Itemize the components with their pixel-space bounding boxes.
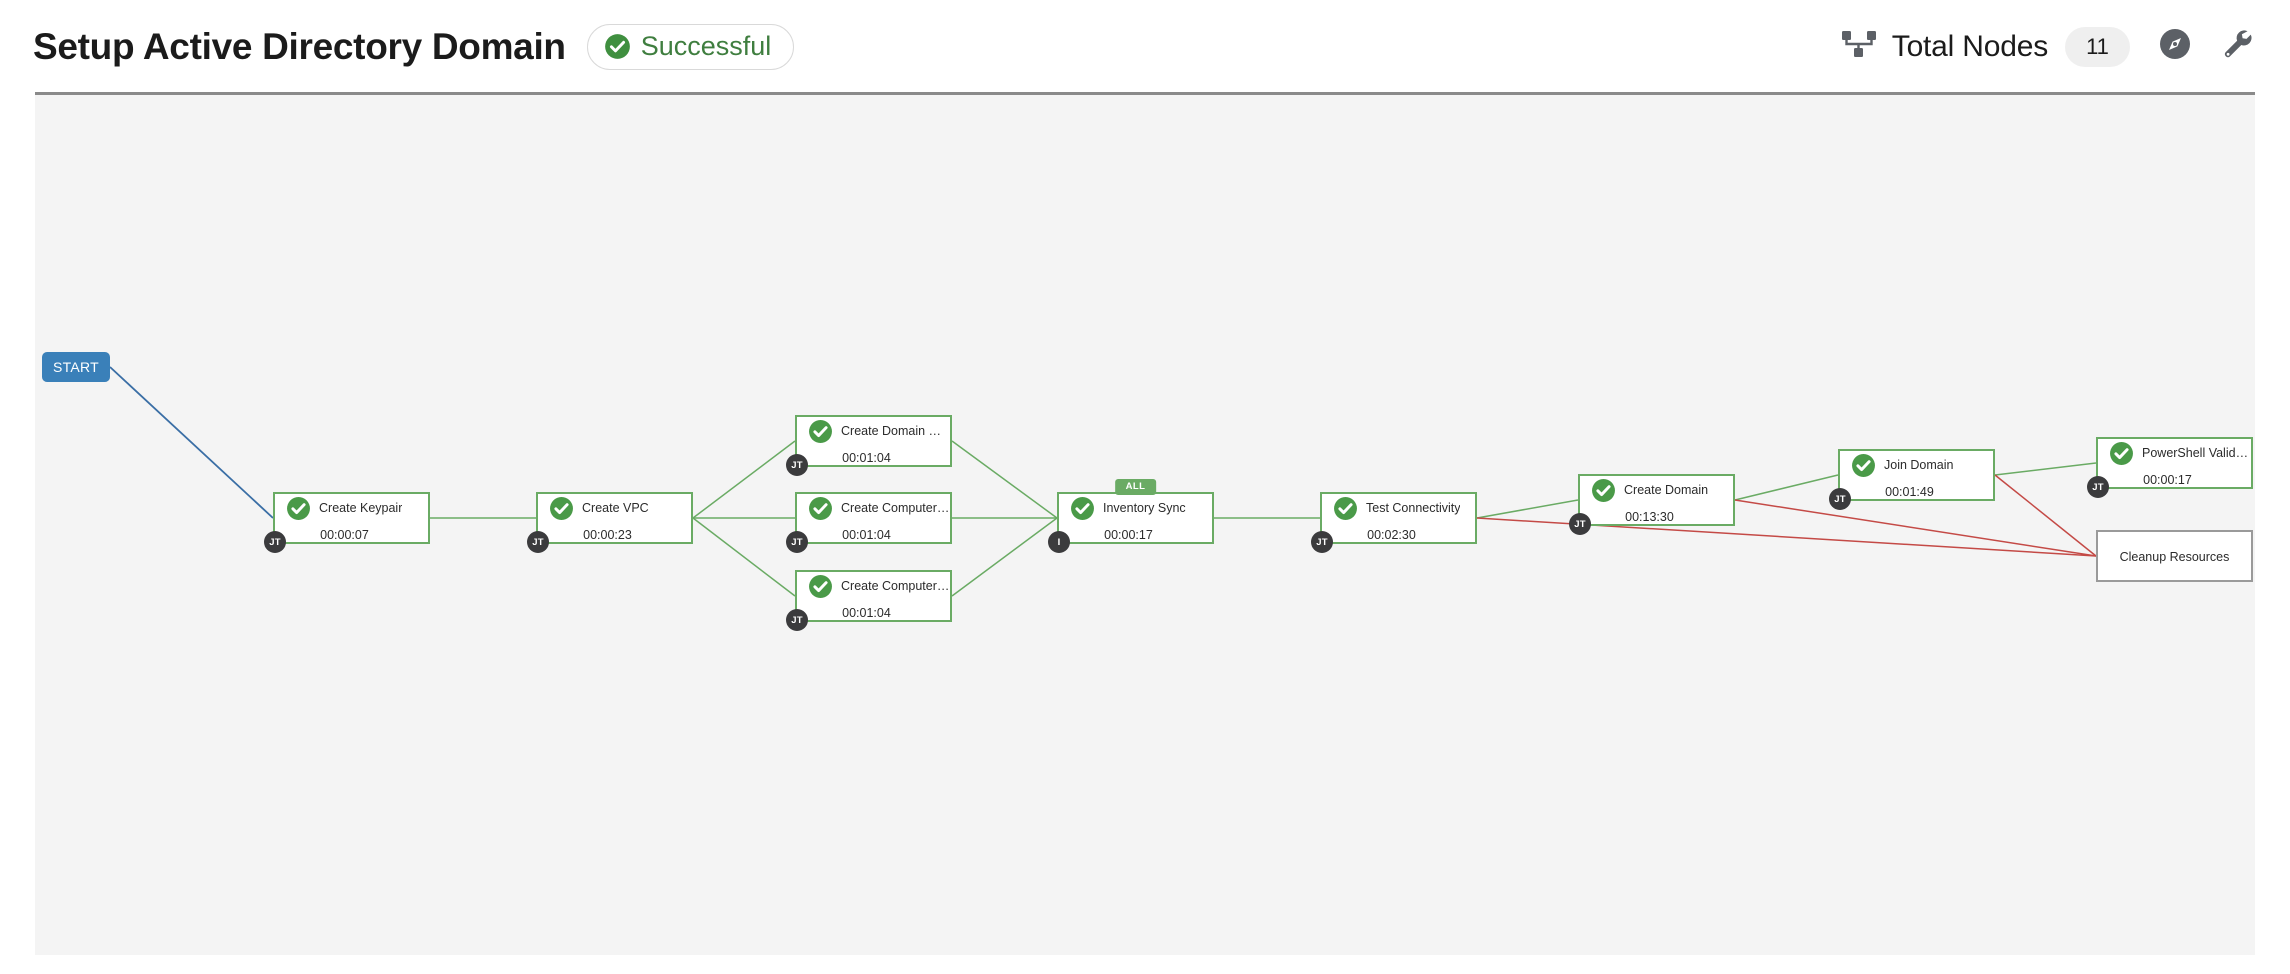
node-duration: 00:00:17 <box>1104 527 1153 542</box>
node-title: Test Connectivity <box>1366 501 1461 515</box>
check-circle-icon <box>549 496 574 521</box>
workflow-node[interactable]: PowerShell Validation 00:00:17 JT <box>2087 437 2253 498</box>
check-circle-icon <box>1070 496 1095 521</box>
workflow-edge <box>1734 474 1839 501</box>
workflow-edge <box>951 517 1058 597</box>
node-duration: 00:01:49 <box>1885 484 1934 499</box>
node-duration: 00:01:04 <box>842 527 891 542</box>
start-node[interactable]: START <box>42 352 110 382</box>
node-title: Create Domain <box>1624 483 1709 497</box>
check-circle-icon <box>808 419 833 444</box>
node-all-tag: ALL <box>1114 479 1157 495</box>
check-circle-icon <box>1333 496 1358 521</box>
status-badge: Successful <box>586 23 795 70</box>
node-duration: 00:00:23 <box>583 527 632 542</box>
check-circle-icon <box>808 496 833 521</box>
node-duration: 00:00:07 <box>320 527 369 542</box>
node-owner-badge[interactable]: JT <box>786 454 808 476</box>
node-title: Cleanup Resources <box>2119 549 2230 564</box>
check-circle-icon <box>1591 478 1616 503</box>
node-header: PowerShell Validation <box>2098 441 2251 466</box>
workflow-edge <box>109 366 274 519</box>
check-circle-icon <box>604 33 631 60</box>
total-nodes-count: 11 <box>2065 26 2130 67</box>
workflow-node[interactable]: Cleanup Resources <box>2096 530 2253 582</box>
workflow-node[interactable]: Create Computer (1) 00:01:04 JT <box>786 492 952 553</box>
node-header: Test Connectivity <box>1322 496 1475 521</box>
settings-button[interactable] <box>2220 27 2254 66</box>
node-duration: 00:13:30 <box>1625 509 1674 524</box>
node-owner-badge[interactable]: I <box>1048 531 1070 553</box>
node-owner-badge[interactable]: JT <box>527 531 549 553</box>
header-divider <box>35 92 2255 95</box>
workflow-edge <box>951 440 1058 519</box>
node-title: Create VPC <box>582 501 649 515</box>
node-owner-badge[interactable]: JT <box>786 531 808 553</box>
page-title: Setup Active Directory Domain <box>33 25 566 67</box>
node-owner-badge[interactable]: JT <box>2087 476 2109 498</box>
node-duration: 00:01:04 <box>842 450 891 465</box>
node-owner-badge[interactable]: JT <box>264 531 286 553</box>
node-title: Create Keypair <box>319 501 403 515</box>
total-nodes-label: Total Nodes <box>1891 29 2048 63</box>
workflow-node[interactable]: Create VPC 00:00:23 JT <box>527 492 693 553</box>
page-header: Setup Active Directory Domain Successful <box>0 0 2290 93</box>
workflow-edge <box>1994 462 2097 476</box>
title-group: Setup Active Directory Domain Successful <box>33 23 795 70</box>
node-duration: 00:00:17 <box>2143 472 2192 487</box>
hierarchy-icon <box>1841 29 1892 64</box>
check-circle-icon <box>286 496 311 521</box>
workflow-node[interactable]: Create Keypair 00:00:07 JT <box>264 492 430 553</box>
node-header: Create Computer (1) <box>797 496 950 521</box>
workflow-edge <box>692 440 796 519</box>
wrench-icon <box>2220 27 2254 66</box>
node-duration: 00:01:04 <box>842 605 891 620</box>
workflow-node[interactable]: Create Domain Contr... 00:01:04 JT <box>786 415 952 476</box>
edge-layer <box>109 366 2097 597</box>
workflow-edge <box>1476 499 1579 519</box>
node-owner-badge[interactable]: JT <box>1569 513 1591 535</box>
node-owner-badge[interactable]: JT <box>1829 488 1851 510</box>
node-owner-badge[interactable]: JT <box>786 609 808 631</box>
compass-button[interactable] <box>2158 27 2192 66</box>
start-node-label: START <box>52 359 100 375</box>
node-title: PowerShell Validation <box>2142 446 2251 460</box>
node-owner-badge[interactable]: JT <box>1311 531 1333 553</box>
workflow-node[interactable]: Create Domain 00:13:30 JT <box>1569 474 1735 535</box>
node-header: Inventory Sync <box>1059 496 1212 521</box>
workflow-edge <box>1734 499 2097 557</box>
node-title: Join Domain <box>1884 458 1954 472</box>
status-label: Successful <box>640 30 772 61</box>
node-title: Inventory Sync <box>1103 501 1186 515</box>
header-actions: Total Nodes 11 <box>1841 0 2254 93</box>
node-title: Create Domain Contr... <box>841 424 950 438</box>
workflow-node[interactable]: ALL Inventory Sync 00:00:17 I <box>1048 479 1214 553</box>
workflow-node[interactable]: Test Connectivity 00:02:30 JT <box>1311 492 1477 553</box>
node-header: Create Computer (2) <box>797 574 950 599</box>
workflow-node[interactable]: Join Domain 00:01:49 JT <box>1829 449 1995 510</box>
node-header: Create VPC <box>538 496 691 521</box>
check-circle-icon <box>2109 441 2134 466</box>
node-header: Create Domain <box>1580 478 1733 503</box>
workflow-node[interactable]: Create Computer (2) 00:01:04 JT <box>786 570 952 631</box>
compass-icon <box>2158 27 2192 66</box>
node-duration: 00:02:30 <box>1367 527 1416 542</box>
check-circle-icon <box>808 574 833 599</box>
node-header: Join Domain <box>1840 453 1993 478</box>
node-header: Create Keypair <box>275 496 428 521</box>
node-title: Create Computer (1) <box>841 501 950 515</box>
check-circle-icon <box>1851 453 1876 478</box>
workflow-edge <box>692 517 796 597</box>
workflow-edge <box>1994 474 2097 557</box>
node-header: Create Domain Contr... <box>797 419 950 444</box>
node-title: Create Computer (2) <box>841 579 950 593</box>
